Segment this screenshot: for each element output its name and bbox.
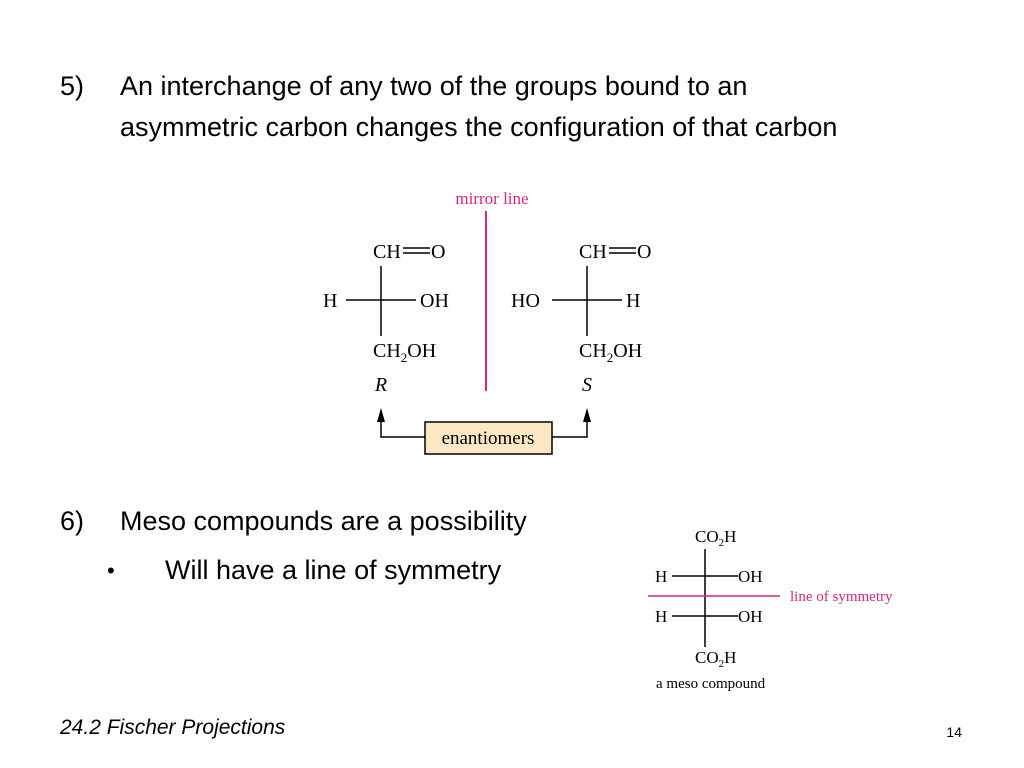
bullet-icon: •: [107, 558, 115, 583]
point-6-number: 6): [60, 506, 85, 536]
right-arrowhead-icon: [583, 408, 591, 422]
right-top-o: O: [637, 241, 651, 263]
point-6-subpoint: Will have a line of symmetry: [165, 555, 502, 585]
bracket-right-line: [552, 420, 588, 438]
meso-caption: a meso compound: [656, 676, 766, 692]
point-6: 6) Meso compounds are a possibility: [0, 501, 640, 583]
right-config-label: S: [582, 374, 592, 396]
meso-row2-right: OH: [738, 607, 763, 626]
meso-row1-left: H: [655, 567, 667, 586]
left-top-ch: CH: [373, 241, 401, 263]
fischer-left: CH O H OH CH2OH R: [323, 241, 449, 396]
meso-figure: CO2H H OH line of symmetry H OH CO2H a m…: [648, 527, 893, 692]
bracket-left-line: [380, 420, 425, 438]
enantiomers-box: [424, 421, 553, 455]
meso-bottom-group: CO2H: [695, 648, 736, 670]
meso-row1-right: OH: [738, 567, 763, 586]
page-number: 14: [946, 724, 962, 740]
point-5: 5) An interchange of any two of the grou…: [0, 66, 1024, 148]
left-left-group: H: [323, 290, 337, 312]
left-arrowhead-icon: [377, 408, 385, 422]
footer-title: 24.2 Fischer Projections: [60, 716, 286, 739]
left-right-group: OH: [420, 290, 449, 312]
mirror-line-label: mirror line: [455, 189, 528, 208]
left-bottom-group: CH2OH: [373, 340, 436, 365]
enantiomers-bracket: enantiomers: [377, 408, 591, 455]
right-left-group: HO: [511, 290, 540, 312]
left-config-label: R: [374, 374, 387, 396]
point-5-number: 5): [60, 71, 85, 101]
left-top-o: O: [431, 241, 445, 263]
point-5-line-1: An interchange of any two of the groups …: [120, 71, 748, 101]
right-top-ch: CH: [579, 241, 607, 263]
point-5-line-2: asymmetric carbon changes the configurat…: [120, 112, 838, 142]
right-right-group: H: [626, 290, 640, 312]
enantiomers-label: enantiomers: [442, 428, 535, 449]
symmetry-line-label: line of symmetry: [790, 589, 893, 605]
meso-row2-left: H: [655, 607, 667, 626]
point-6-text: Meso compounds are a possibility: [120, 506, 527, 536]
right-bottom-group: CH2OH: [579, 340, 642, 365]
fischer-right: CH O HO H CH2OH S: [511, 241, 651, 396]
meso-top-group: CO2H: [695, 527, 736, 549]
